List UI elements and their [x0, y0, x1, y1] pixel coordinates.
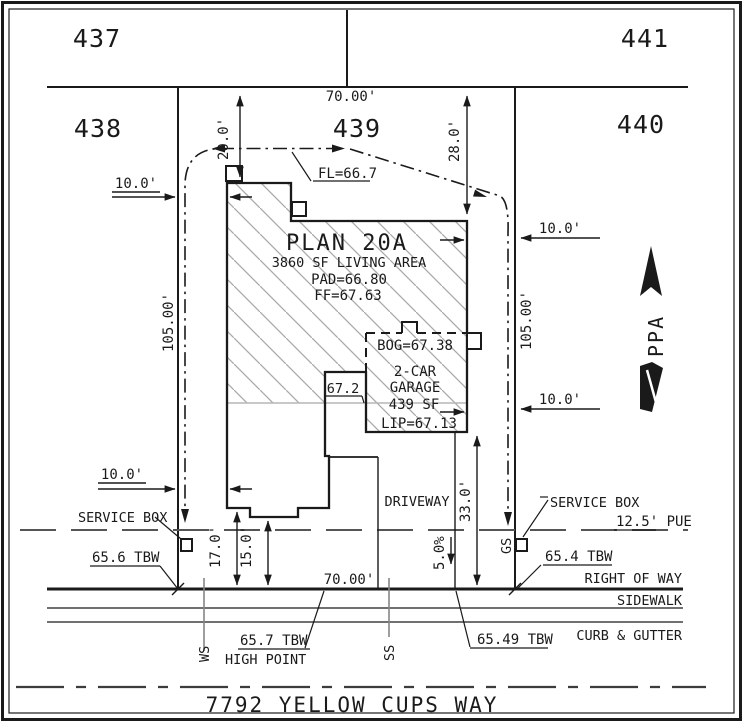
lot-439-label: 439: [333, 114, 381, 143]
flow-arrow-down-right-icon: [504, 512, 512, 526]
lot-numbers: 437 441 438 439 440: [73, 24, 669, 143]
curb-gutter-label: CURB & GUTTER: [576, 628, 683, 644]
street-name: 7792 YELLOW CUPS WAY: [206, 693, 499, 717]
leader-lines: [90, 151, 656, 650]
dimension-labels: 70.00' 70.00' 20.0' 28.0' 105.00' 105.00…: [101, 89, 692, 588]
service-box-left-symbol: [180, 538, 193, 552]
dim-side-right-bottom: 10.0': [539, 392, 581, 408]
bog-elevation: BOG=67.38: [377, 338, 453, 354]
site-labels: DRIVEWAY SERVICE BOX SERVICE BOX RIGHT O…: [78, 494, 683, 668]
driveway-label: DRIVEWAY: [384, 494, 449, 510]
service-box-right-label: SERVICE BOX: [550, 495, 639, 511]
gs-label: GS: [499, 538, 515, 554]
garage-notch: [401, 321, 418, 333]
garage-dashed-lines: [365, 321, 466, 372]
lot-lines: [47, 10, 688, 588]
flow-arrow-west-icon: [212, 144, 225, 153]
dim-front-left: 17.0': [208, 526, 224, 568]
driveway-lines: [329, 432, 456, 588]
house-labels: PLAN 20A 3860 SF LIVING AREA PAD=66.80 F…: [272, 166, 457, 432]
dim-pue: 12.5' PUE: [616, 514, 692, 530]
flow-arrow-down-left-icon: [181, 509, 189, 523]
flow-arrow-east-icon: [332, 144, 345, 153]
ff-elevation: FF=67.63: [314, 288, 381, 304]
dim-top-frontage: 70.00': [326, 89, 377, 105]
lot-437-label: 437: [73, 24, 121, 53]
box-step: [291, 201, 307, 217]
service-box-right-symbol: [515, 538, 528, 552]
garage-label-1: 2-CAR: [394, 364, 437, 380]
fl-elevation: FL=66.7: [318, 166, 377, 182]
north-arrow-label: PPA: [644, 315, 668, 357]
dim-front-setback: 20.0': [216, 118, 232, 160]
lip-elevation: LIP=67.13: [381, 416, 457, 432]
dim-depth-left: 105.00': [161, 293, 177, 352]
sidewalk-label: SIDEWALK: [617, 593, 683, 609]
dim-rear-offset: 28.0': [447, 120, 463, 162]
box-garage-right: [466, 332, 482, 350]
tbw-right: 65.4 TBW: [545, 549, 613, 565]
north-arrow-icon: PPA: [640, 246, 668, 412]
tbw-left: 65.6 TBW: [92, 550, 160, 566]
dim-tick: [508, 582, 522, 596]
house-footprint: [225, 181, 469, 519]
flow-arrows: [181, 144, 512, 526]
ss-label: SS: [382, 645, 398, 661]
lot-441-label: 441: [621, 24, 669, 53]
living-area-label: 3860 SF LIVING AREA: [272, 255, 426, 271]
flow-lines: [184, 147, 509, 519]
service-box-left-label: SERVICE BOX: [78, 510, 167, 526]
utility-stub-lines: [203, 578, 390, 651]
garage-label-3: 439 SF: [389, 397, 440, 413]
utility-boxes: [180, 165, 528, 552]
dim-driveway-slope: 5.0%: [432, 536, 448, 570]
dim-side-left-top: 10.0': [115, 176, 157, 192]
dim-depth-right: 105.00': [519, 291, 535, 350]
dim-side-left-bottom: 10.0': [101, 467, 143, 483]
dim-garage-to-row: 33.0': [458, 480, 474, 522]
dim-stoop: 15.0': [239, 526, 255, 568]
flow-arrow-slope-icon: [473, 189, 487, 197]
high-point-label: HIGH POINT: [225, 652, 306, 668]
plan-title: PLAN 20A: [286, 231, 408, 256]
dim-bottom-frontage: 70.00': [324, 572, 375, 588]
spot-elevation: 67.2: [327, 381, 360, 397]
tbw-curb: 65.49 TBW: [477, 632, 553, 648]
dimension-lines: [98, 95, 600, 596]
lot-438-label: 438: [74, 114, 122, 143]
dim-side-right-top: 10.0': [539, 221, 581, 237]
ws-label: WS: [197, 646, 213, 662]
lot-440-label: 440: [617, 110, 665, 139]
street-section: [16, 529, 706, 689]
tbw-high-point: 65.7 TBW: [240, 633, 308, 649]
right-of-way-label: RIGHT OF WAY: [584, 571, 682, 587]
pad-elevation: PAD=66.80: [311, 272, 387, 288]
garage-label-2: GARAGE: [390, 380, 441, 396]
